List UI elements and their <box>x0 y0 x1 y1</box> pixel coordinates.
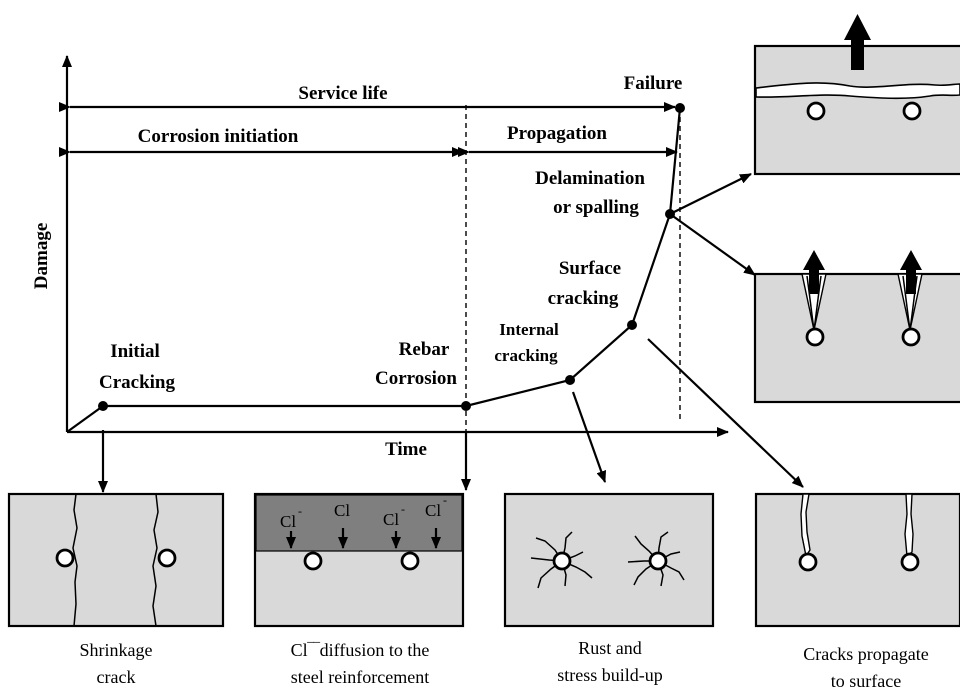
svg-text:Cl: Cl <box>280 512 296 531</box>
rust-caption-line2: stress build-up <box>557 665 663 685</box>
internal-cracking-label-line2: cracking <box>494 346 558 365</box>
svg-text:-: - <box>298 504 302 518</box>
delamination-pointer-arrow <box>669 213 756 276</box>
cracks-propagate-panel <box>754 492 960 628</box>
svg-text:Cl: Cl <box>425 501 441 520</box>
rebar-corrosion-label-line2: Corrosion <box>375 368 457 389</box>
surface-cracking-label-line2: cracking <box>548 288 619 309</box>
chloride-diffusion-panel <box>253 492 465 628</box>
shrinkage-crack-panel <box>7 492 225 628</box>
chloride-ion-3: Cl - <box>383 502 405 549</box>
damage-curve <box>103 107 682 408</box>
surface-cracking-label-line1: Surface <box>559 258 621 279</box>
svg-text:Cl: Cl <box>334 501 350 520</box>
delamination-upward-arrow-left <box>803 250 825 294</box>
service-life-label: Service life <box>298 83 387 104</box>
corrosion-initiation-label: Corrosion initiation <box>138 126 299 147</box>
initial-cracking-label-line2: Cracking <box>99 372 176 393</box>
rebar-corrosion-point <box>461 401 471 411</box>
failure-point <box>675 103 685 113</box>
initial-cracking-point <box>98 401 108 411</box>
delamination-upward-arrow-right <box>900 250 922 294</box>
rust-stress-panel <box>503 492 715 628</box>
shrinkage-caption-line2: crack <box>97 667 136 687</box>
chloride-ion-4: Cl - <box>425 493 447 549</box>
x-axis-label: Time <box>385 439 427 460</box>
delamination-label-line2: or spalling <box>553 197 639 218</box>
rust-crack-star-right <box>627 531 685 587</box>
rebar-corrosion-label-line1: Rebar <box>399 339 450 360</box>
internal-cracking-point <box>565 375 575 385</box>
propagate-caption-line2: to surface <box>831 671 901 690</box>
spalling-upward-arrow <box>844 14 871 70</box>
svg-text:Cl: Cl <box>383 510 399 529</box>
spalling-pointer-arrow <box>669 173 752 215</box>
diffusion-caption-line1: Cl‾‾diffusion to the <box>291 640 430 660</box>
propagate-caption-line1: Cracks propagate <box>803 644 928 664</box>
rust-caption-line1: Rust and <box>578 638 642 658</box>
internal-cracking-label-line1: Internal <box>499 320 559 339</box>
rust-pointer-arrow <box>571 391 607 483</box>
diffusion-caption-line2: steel reinforcement <box>291 667 429 687</box>
propagate-pointer-arrow <box>647 338 804 488</box>
svg-text:-: - <box>401 502 405 516</box>
chloride-ion-1: Cl - <box>280 504 302 549</box>
surface-cracking-point <box>627 320 637 330</box>
svg-text:-: - <box>443 493 447 507</box>
shrinkage-caption-line1: Shrinkage <box>80 640 153 660</box>
delamination-panel <box>753 272 960 404</box>
y-axis-label: Damage <box>31 223 52 289</box>
initial-cracking-label-line1: Initial <box>110 341 160 362</box>
propagation-label: Propagation <box>507 123 607 144</box>
rust-crack-star-left <box>530 531 593 589</box>
chloride-ion-2: Cl <box>334 501 350 549</box>
chloride-ions: Cl - Cl Cl - Cl - <box>280 493 447 549</box>
origin-diagonal <box>66 405 104 433</box>
delamination-label-line1: Delamination <box>535 168 645 189</box>
failure-label: Failure <box>624 73 683 94</box>
